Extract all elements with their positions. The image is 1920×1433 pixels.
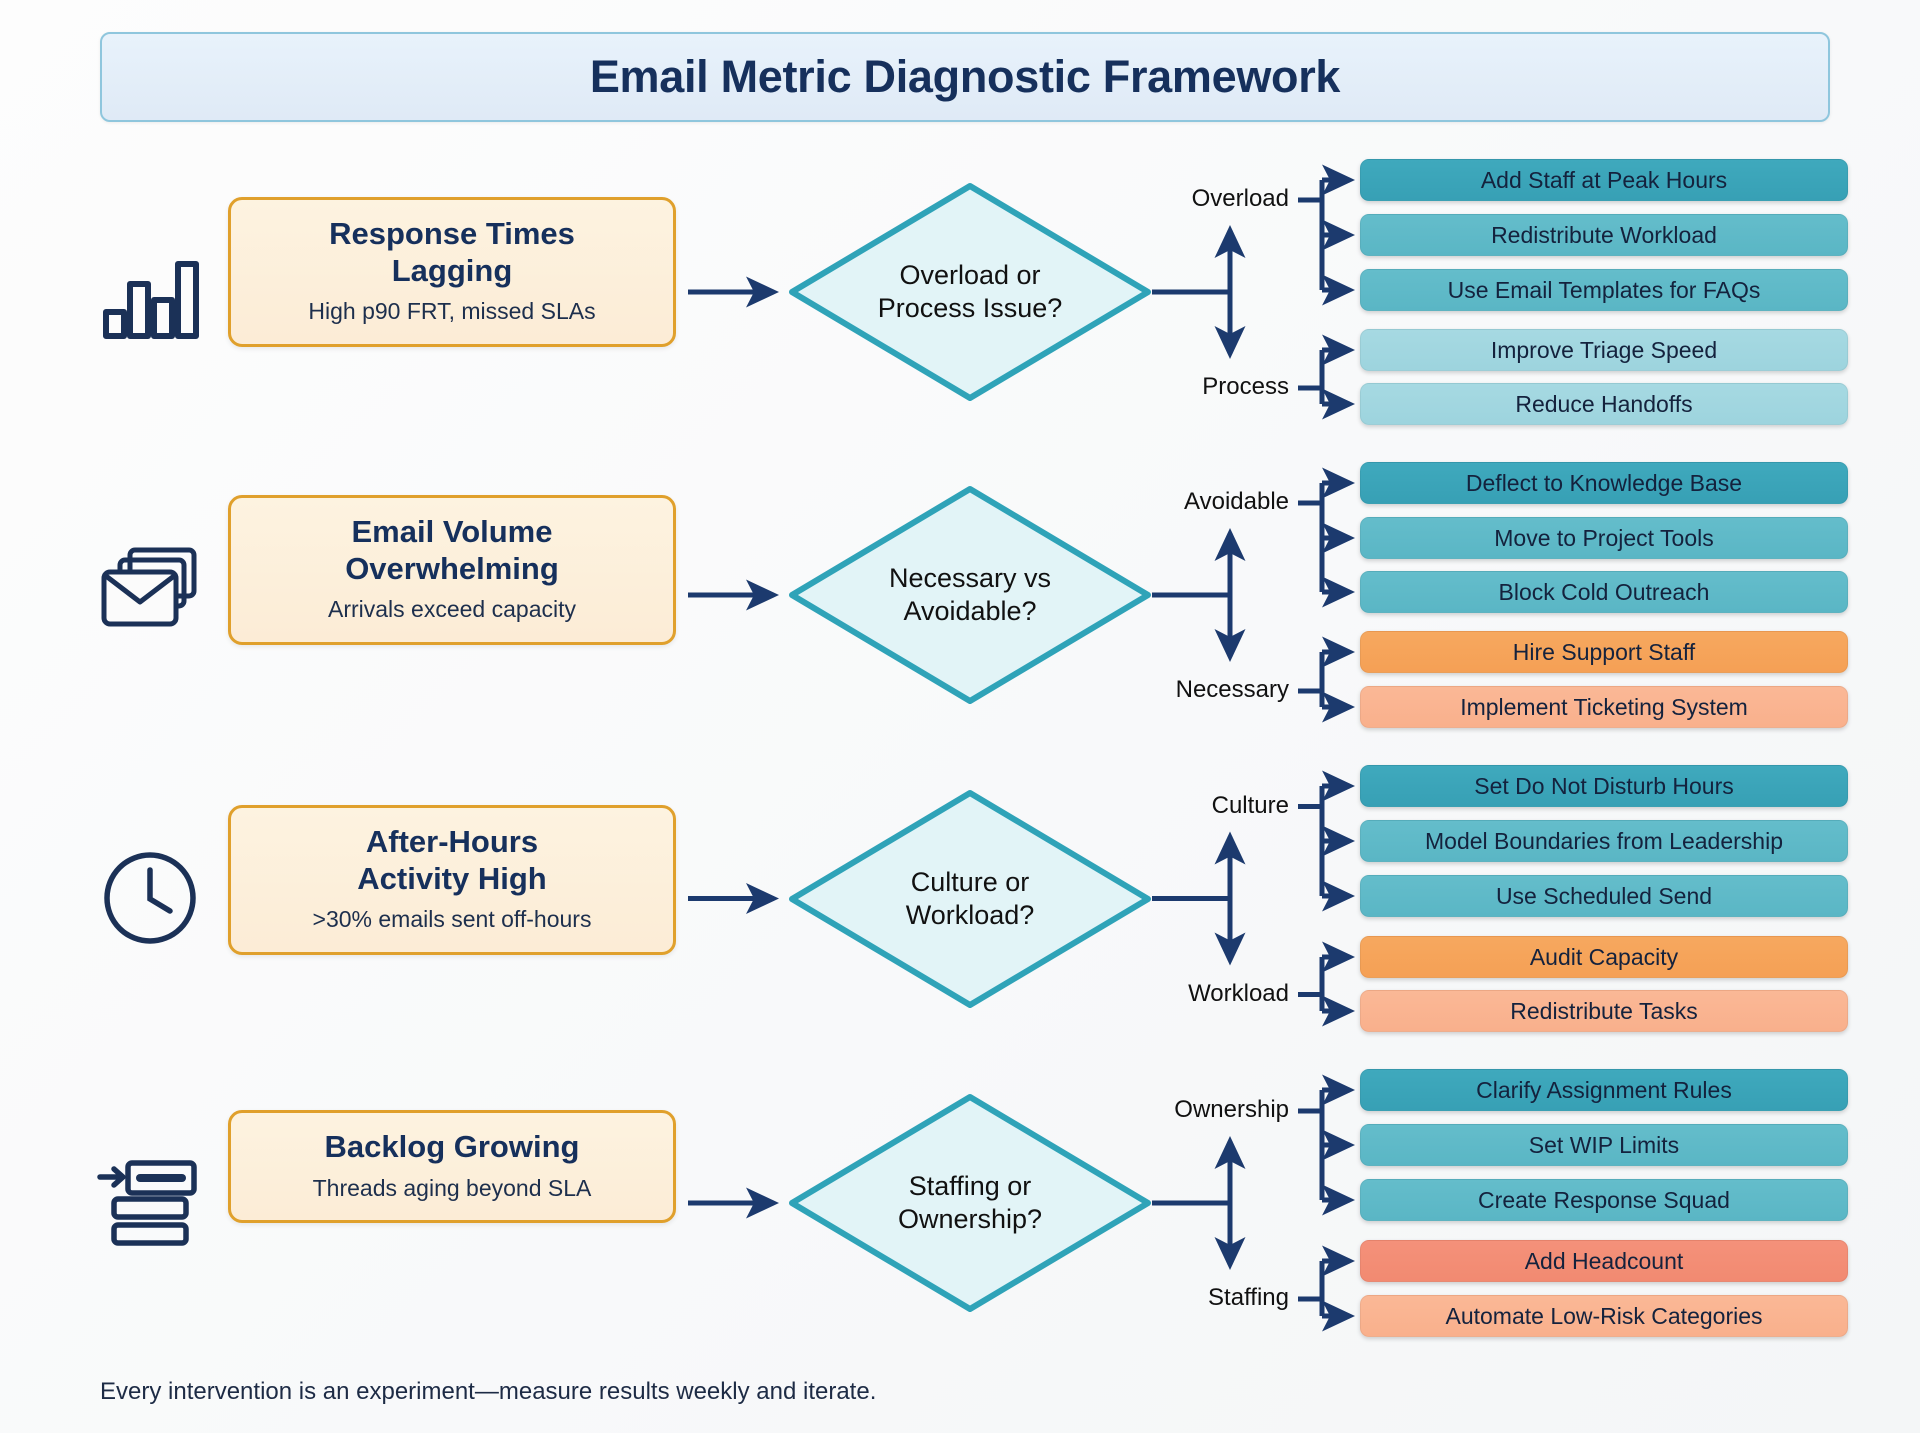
action-label: Audit Capacity [1529, 943, 1679, 970]
problem-title-line2: Activity High [357, 860, 547, 896]
action-label: Set WIP Limits [1528, 1131, 1680, 1158]
backlog-icon [95, 1148, 205, 1258]
action-label: Redistribute Tasks [1510, 997, 1698, 1024]
action-box[interactable]: Deflect to Knowledge Base [1360, 462, 1848, 504]
action-label: Model Boundaries from Leadership [1425, 827, 1783, 854]
action-box[interactable]: Hire Support Staff [1360, 631, 1848, 673]
branch-label: Necessary [1175, 676, 1289, 703]
footer-note: Every intervention is an experiment—meas… [100, 1378, 877, 1405]
action-box[interactable]: Reduce Handoffs [1360, 383, 1848, 425]
problem-subtitle: >30% emails sent off-hours [312, 906, 592, 933]
branch-label: Ownership [1174, 1096, 1289, 1123]
action-box[interactable]: Redistribute Tasks [1360, 990, 1848, 1032]
branch-label: Workload [1188, 979, 1289, 1007]
action-label: Use Email Templates for FAQs [1447, 276, 1761, 303]
action-label: Move to Project Tools [1494, 524, 1714, 551]
action-label: Block Cold Outreach [1498, 578, 1710, 605]
action-box[interactable]: Add Staff at Peak Hours [1360, 159, 1848, 201]
action-box[interactable]: Model Boundaries from Leadership [1360, 820, 1848, 862]
branch-label: Process [1202, 373, 1289, 400]
branch-label: Avoidable [1184, 488, 1289, 515]
action-label: Clarify Assignment Rules [1476, 1076, 1732, 1103]
problem-title: Backlog Growing [324, 1129, 580, 1164]
page-title: Email Metric Diagnostic Framework [589, 51, 1341, 102]
action-label: Hire Support Staff [1512, 638, 1696, 665]
action-label: Reduce Handoffs [1515, 390, 1693, 417]
action-box[interactable]: Clarify Assignment Rules [1360, 1069, 1848, 1111]
action-box[interactable]: Automate Low-Risk Categories [1360, 1295, 1848, 1337]
bar-chart-icon [95, 235, 205, 345]
problem-subtitle: High p90 FRT, missed SLAs [308, 298, 596, 325]
action-box[interactable]: Block Cold Outreach [1360, 571, 1848, 613]
action-box[interactable]: Audit Capacity [1360, 936, 1848, 978]
action-label: Set Do Not Disturb Hours [1474, 772, 1734, 799]
action-label: Deflect to Knowledge Base [1465, 469, 1743, 496]
action-box[interactable]: Implement Ticketing System [1360, 686, 1848, 728]
branch-label: Overload [1191, 185, 1289, 212]
action-box[interactable]: Set WIP Limits [1360, 1124, 1848, 1166]
problem-subtitle: Arrivals exceed capacity [328, 596, 576, 623]
action-label: Automate Low-Risk Categories [1445, 1302, 1763, 1329]
action-box[interactable]: Create Response Squad [1360, 1179, 1848, 1221]
action-box[interactable]: Improve Triage Speed [1360, 329, 1848, 371]
title-banner: Email Metric Diagnostic Framework [100, 32, 1830, 122]
action-label: Redistribute Workload [1491, 221, 1717, 248]
action-label: Create Response Squad [1478, 1186, 1730, 1213]
problem-subtitle: Threads aging beyond SLA [312, 1174, 592, 1201]
action-box[interactable]: Redistribute Workload [1360, 214, 1848, 256]
action-box[interactable]: Use Email Templates for FAQs [1360, 269, 1848, 311]
clock-icon [95, 843, 205, 953]
problem-title-line2: Overwhelming [345, 550, 559, 586]
action-label: Use Scheduled Send [1495, 882, 1713, 909]
branch-label: Culture [1211, 791, 1289, 819]
action-label: Add Headcount [1524, 1247, 1684, 1274]
action-box[interactable]: Set Do Not Disturb Hours [1360, 765, 1848, 807]
action-label: Implement Ticketing System [1460, 693, 1748, 720]
action-box[interactable]: Use Scheduled Send [1360, 875, 1848, 917]
envelopes-icon [95, 533, 205, 643]
action-box[interactable]: Move to Project Tools [1360, 517, 1848, 559]
problem-title-line2: Lagging [391, 252, 513, 288]
action-label: Improve Triage Speed [1490, 336, 1718, 363]
branch-label: Staffing [1208, 1284, 1289, 1311]
action-box[interactable]: Add Headcount [1360, 1240, 1848, 1282]
action-label: Add Staff at Peak Hours [1480, 166, 1728, 193]
